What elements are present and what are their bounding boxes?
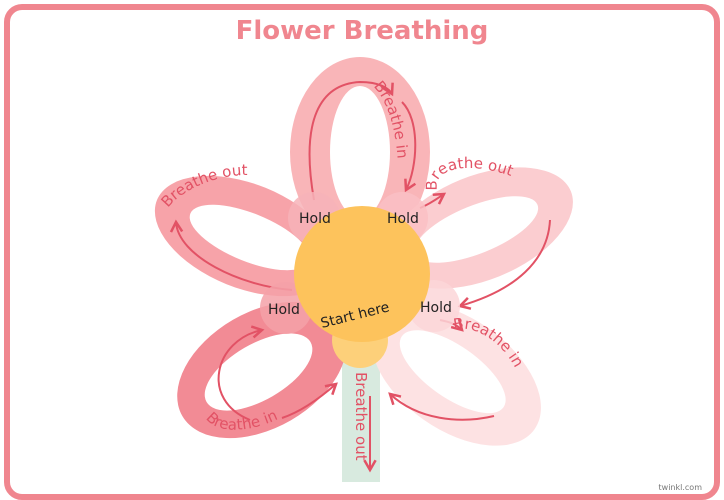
- hold-label-top-right: Hold: [387, 211, 419, 227]
- hold-label-top-left: Hold: [299, 211, 331, 227]
- arrow-lower-left-end: [281, 382, 338, 419]
- hold-label-left: Hold: [268, 302, 300, 318]
- arrow-lower-left: [217, 325, 265, 421]
- page-title: Flower Breathing: [235, 16, 489, 46]
- arrow-top-right: [401, 101, 417, 193]
- brand-logo: twinkl.com: [658, 483, 702, 492]
- label-stem: Breathe out: [352, 372, 370, 461]
- arrow-top-in: [308, 80, 394, 201]
- arrow-lower-right-end: [388, 392, 495, 421]
- arrow-upper-right-end: [457, 219, 551, 310]
- petal-lower-left: [177, 301, 347, 439]
- hold-label-right: Hold: [420, 300, 452, 316]
- flower-center: [294, 206, 430, 342]
